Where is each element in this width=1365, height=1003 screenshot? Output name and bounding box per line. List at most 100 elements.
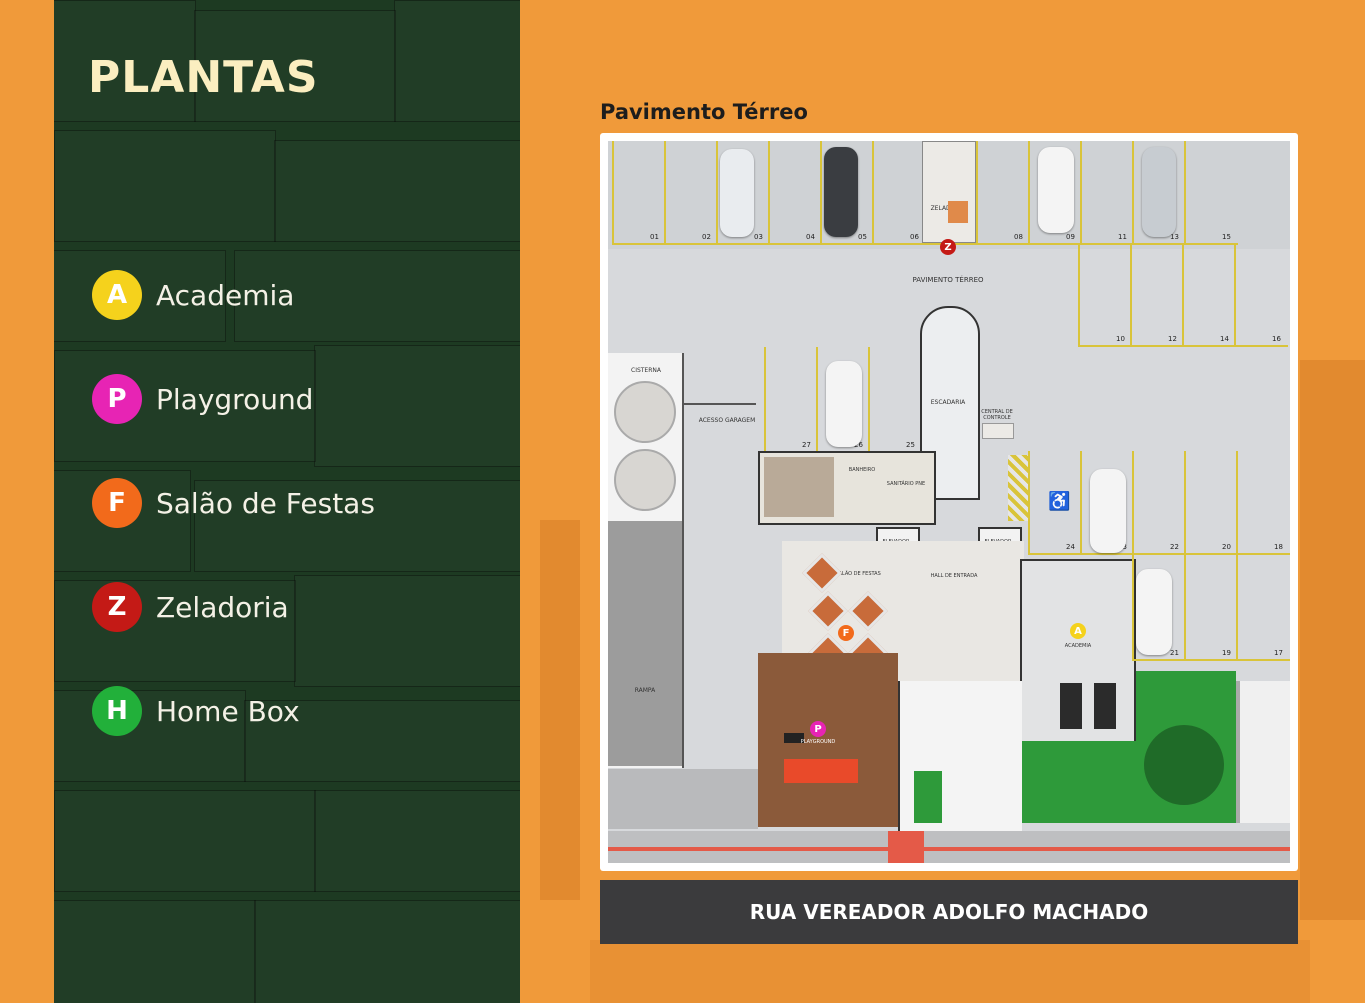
parking-spot (1028, 141, 1082, 245)
playground-label: PLAYGROUND (800, 739, 836, 745)
treadmill-icon (1094, 683, 1116, 729)
restroom-pne-label: SANITÁRIO PNE (886, 481, 926, 487)
parking-spot (1184, 555, 1238, 661)
parking-spot (1080, 451, 1134, 555)
parking-spot-number: 11 (1118, 233, 1127, 241)
parking-spot (1132, 141, 1186, 245)
salao-marker-icon: F (838, 625, 854, 641)
brick-texture (394, 0, 520, 122)
academia-badge-icon: A (92, 270, 142, 320)
parking-spot (1182, 245, 1236, 347)
car-icon (824, 147, 858, 237)
parking-spot (1184, 141, 1238, 245)
brick-texture (244, 700, 520, 782)
brick-texture (54, 580, 296, 682)
wall (684, 403, 756, 405)
legend-label: Home Box (156, 694, 300, 728)
brick-texture (54, 790, 316, 892)
control-room (982, 423, 1014, 439)
car-icon (1142, 147, 1176, 237)
legend-panel: PLANTAS A Academia P Playground F Salão … (54, 0, 520, 1003)
zeladoria-badge-icon: Z (92, 582, 142, 632)
parking-spot-number: 16 (1272, 335, 1281, 343)
home-box-badge-icon: H (92, 686, 142, 736)
water-tank-icon (614, 449, 676, 511)
salao-badge-icon: F (92, 478, 142, 528)
parking-spot-number: 15 (1222, 233, 1231, 241)
sidewalk (608, 769, 758, 829)
party-hall-label: SALÃO DE FESTAS (835, 571, 881, 577)
parking-spot (1080, 141, 1134, 245)
brick-texture (254, 900, 520, 1003)
parking-spot-number: 06 (910, 233, 919, 241)
parking-spot (820, 141, 874, 245)
restroom-label: BANHEIRO (848, 467, 876, 473)
staircase-label: ESCADARIA (930, 399, 966, 406)
left-margin (0, 0, 54, 1003)
brick-texture (54, 250, 226, 342)
playground-equipment-icon (784, 759, 858, 783)
staircase (920, 306, 980, 500)
parking-spot (1236, 555, 1290, 661)
brick-texture (294, 575, 520, 687)
entrance-marker (888, 831, 924, 863)
floor-plan-drawing: 010203040506070809111315 ZELADORIA Z PAV… (608, 141, 1290, 863)
parking-spot (764, 347, 818, 453)
legend-item-zeladoria: Z Zeladoria (92, 580, 289, 634)
parking-spot-number: 19 (1222, 649, 1231, 657)
floor-label: PAVIMENTO TÉRREO (912, 276, 984, 284)
legend-item-academia: A Academia (92, 268, 294, 322)
parking-spot-number: 04 (806, 233, 815, 241)
parking-spot (872, 141, 926, 245)
brick-texture (274, 140, 520, 242)
parking-spot (664, 141, 718, 245)
brick-texture (194, 480, 520, 572)
bench-icon (784, 733, 804, 743)
playground-marker-icon: P (810, 721, 826, 737)
brick-texture (54, 470, 191, 572)
car-icon (1090, 469, 1126, 553)
parking-spot-number: 22 (1170, 543, 1179, 551)
parking-spot (1184, 451, 1238, 555)
brick-texture (194, 10, 396, 122)
parking-spot-number: 12 (1168, 335, 1177, 343)
parking-spot (976, 141, 1030, 245)
parking-spot (1132, 555, 1186, 661)
parking-spot-number: 24 (1066, 543, 1075, 551)
tree-icon (1144, 725, 1224, 805)
parking-spot-number: 13 (1170, 233, 1179, 241)
parking-spot (768, 141, 822, 245)
parking-spot-number: 02 (702, 233, 711, 241)
zeladoria-marker-icon: Z (940, 239, 956, 255)
hall-label: HALL DE ENTRADA (930, 573, 978, 579)
page-title: PLANTAS (88, 52, 319, 103)
parking-spot-number: 17 (1274, 649, 1283, 657)
legend-label: Zeladoria (156, 590, 289, 624)
background-building (540, 520, 580, 900)
brick-texture (54, 0, 196, 122)
plan-heading: Pavimento Térreo (600, 100, 808, 124)
academia-marker-icon: A (1070, 623, 1086, 639)
ramp-label: RAMPA (634, 687, 656, 694)
kitchen-icon (948, 201, 968, 223)
parking-spot-number: 03 (754, 233, 763, 241)
legend-item-salao-de-festas: F Salão de Festas (92, 476, 375, 530)
brick-texture (54, 690, 246, 782)
brick-texture (54, 130, 276, 242)
brick-texture (234, 250, 520, 342)
car-icon (826, 361, 862, 447)
control-label: CENTRAL DE CONTROLE (981, 409, 1013, 421)
parking-spot (1132, 451, 1186, 555)
parking-spot-number: 26 (854, 441, 863, 449)
street-label: RUA VEREADOR ADOLFO MACHADO (600, 880, 1298, 944)
cisterna-label: CISTERNA (631, 367, 661, 374)
parking-spot (1078, 245, 1132, 347)
legend-item-playground: P Playground (92, 372, 313, 426)
treadmill-icon (1060, 683, 1082, 729)
water-tank-icon (614, 381, 676, 443)
parking-spot-number: 09 (1066, 233, 1075, 241)
parking-spot (1130, 245, 1184, 347)
parking-spot (1234, 245, 1288, 347)
parking-spot (868, 347, 922, 453)
parking-spot-number: 01 (650, 233, 659, 241)
